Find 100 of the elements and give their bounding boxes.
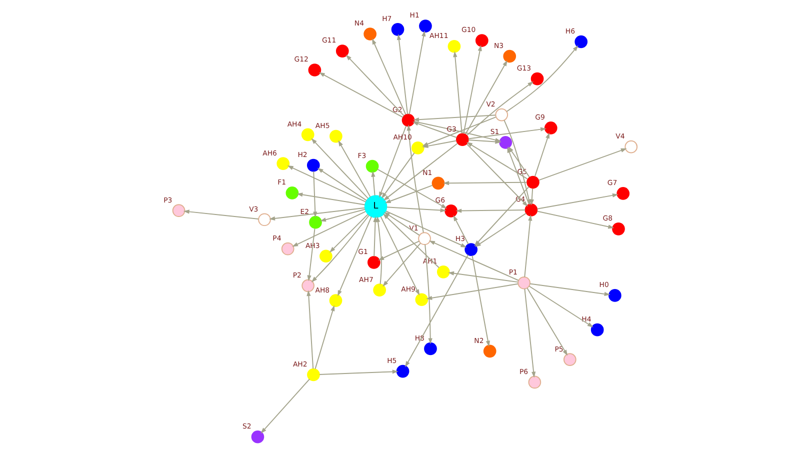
- arrow: [373, 216, 378, 257]
- arrow: [504, 120, 531, 206]
- node-circle: [528, 376, 542, 389]
- arrow: [382, 213, 440, 268]
- arrow: [468, 127, 546, 140]
- node-circle: [336, 44, 349, 58]
- arrow: [319, 370, 398, 375]
- arrow: [346, 54, 404, 116]
- node-circle: [251, 430, 264, 444]
- node-circle: [475, 34, 488, 47]
- node-circle: [444, 204, 458, 218]
- arrow: [306, 290, 314, 370]
- node-circle: [530, 72, 544, 86]
- node-circle: [301, 128, 314, 142]
- arrow: [534, 132, 550, 177]
- arrow: [307, 228, 316, 282]
- arrow: [506, 45, 578, 112]
- arrow: [317, 168, 368, 201]
- arrow: [528, 286, 594, 328]
- arrow: [408, 30, 426, 115]
- arrow: [466, 144, 528, 207]
- arrow: [463, 45, 482, 134]
- arrow: [296, 192, 366, 206]
- node-circle: [624, 140, 638, 154]
- arrow: [338, 216, 372, 296]
- node-circle: [503, 50, 516, 63]
- arrow: [378, 240, 420, 260]
- arrow: [396, 34, 408, 115]
- arrow: [453, 51, 462, 134]
- arrow: [385, 210, 467, 248]
- node-circle: [612, 222, 625, 236]
- node-circle: [418, 232, 431, 246]
- arrow: [260, 378, 310, 434]
- arrow: [329, 214, 368, 253]
- arrow: [526, 288, 568, 356]
- arrow: [379, 125, 407, 198]
- arrow: [338, 140, 371, 198]
- node-circle: [524, 204, 538, 216]
- node-circle: [309, 216, 322, 229]
- arrow: [456, 208, 526, 213]
- arrow: [422, 116, 496, 146]
- arrow: [372, 38, 406, 116]
- node-circle: [329, 294, 342, 307]
- arrow: [530, 283, 610, 296]
- node-circle: [330, 130, 342, 143]
- node-circle: [526, 176, 540, 189]
- arrow: [428, 240, 519, 281]
- node-circle: [306, 158, 320, 172]
- node-circle: [616, 187, 630, 200]
- arrow: [313, 170, 318, 218]
- node-circle: [563, 353, 576, 366]
- node-circle: L: [364, 195, 388, 218]
- arrow: [384, 212, 420, 236]
- node-circle: [366, 160, 379, 173]
- arrow: [183, 210, 259, 220]
- node-circle: [411, 141, 424, 154]
- node-circle: [574, 35, 588, 48]
- arrow: [524, 288, 536, 378]
- arrow: [426, 283, 518, 300]
- arrow: [465, 60, 508, 135]
- arrow: [314, 305, 335, 370]
- node-circle: [424, 342, 437, 356]
- arrow: [292, 210, 366, 247]
- node-circle: [276, 157, 290, 170]
- node-circle: [320, 250, 332, 263]
- node-circle: [391, 23, 404, 36]
- arrow: [318, 72, 404, 118]
- node-circle: [402, 114, 415, 127]
- arrow: [536, 210, 614, 229]
- node-circle: [308, 64, 322, 76]
- arrow: [384, 184, 433, 204]
- node-circle: [172, 204, 186, 218]
- node-circle: [373, 284, 386, 296]
- node-circle: [258, 213, 271, 226]
- arrow: [376, 216, 382, 285]
- node-circle: [396, 364, 410, 378]
- node-circle: [436, 266, 450, 278]
- arrow: [380, 216, 420, 296]
- node-circle: [286, 186, 299, 200]
- arrow: [412, 122, 458, 138]
- arrow: [530, 188, 534, 206]
- arrow: [311, 214, 370, 282]
- arrow: [269, 207, 366, 220]
- node-circle: [302, 279, 314, 292]
- arrow: [474, 186, 530, 246]
- arrow: [466, 142, 528, 180]
- arrow: [474, 212, 527, 247]
- node-circle: [364, 28, 376, 40]
- arrow: [311, 138, 369, 200]
- arrow: [381, 152, 415, 199]
- arrow: [443, 181, 528, 186]
- node-circle: [464, 243, 478, 256]
- node-circle: [448, 40, 461, 53]
- node-circle: [307, 368, 320, 382]
- arrow: [406, 124, 424, 233]
- arrow: [468, 139, 502, 144]
- node-circle: [544, 122, 558, 134]
- arrow: [405, 254, 469, 368]
- node-circle: [495, 108, 508, 122]
- arrow: [536, 193, 618, 210]
